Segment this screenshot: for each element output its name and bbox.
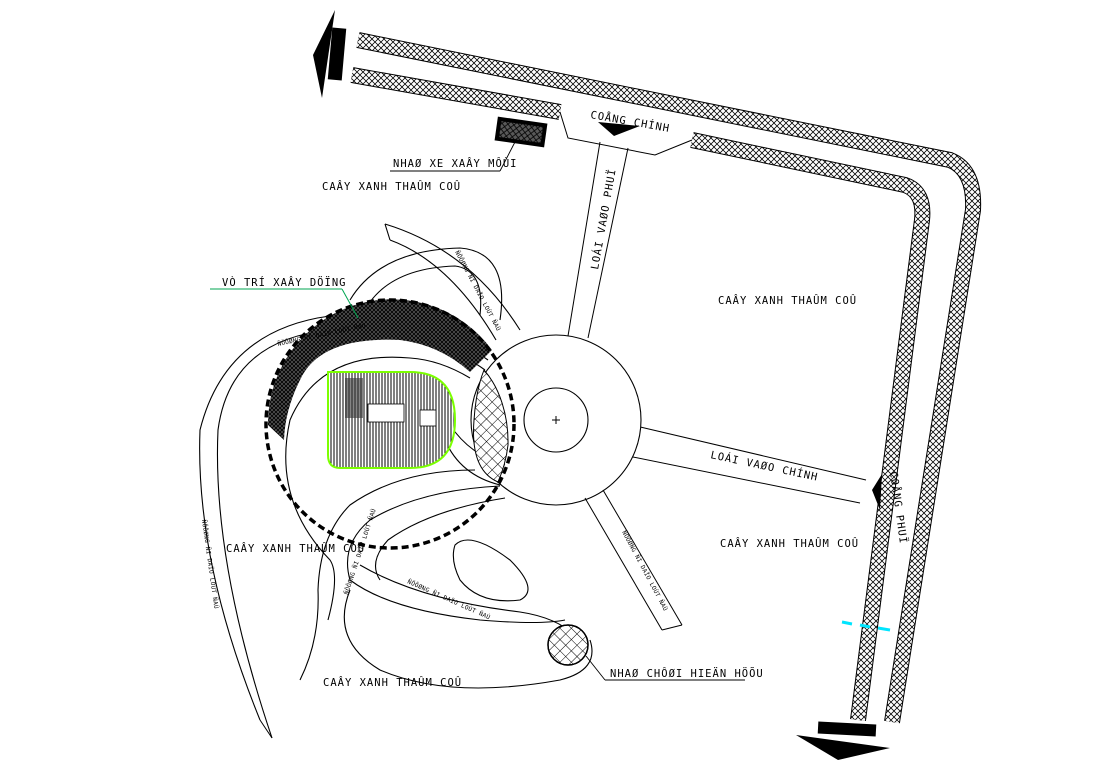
building-leader <box>210 288 359 319</box>
cyan-marker <box>841 620 891 632</box>
exit-arrow-icon <box>796 721 890 760</box>
footpath-label: ÑÖÔØNG ÑI DAÏO LOÙT ÑAÙ <box>406 578 491 621</box>
parking-leader-up <box>499 141 516 172</box>
side-entry-road <box>567 141 629 339</box>
green-area-label-4: CAÂY XANH THAÛM COÛ <box>226 542 365 555</box>
se-footpath <box>584 489 683 631</box>
side-road-label: LOÁI VAØO PHUÏ <box>588 167 619 270</box>
green-area-label-2: CAÂY XANH THAÛM COÛ <box>718 294 857 307</box>
playhouse-label: NHAØ CHÔØI HIEÄN HÖÕU <box>610 667 764 680</box>
roundabout <box>470 334 642 506</box>
building-site-label: VÒ TRÍ XAÂY DÖÏNG <box>222 276 346 289</box>
perimeter-road <box>350 32 982 724</box>
entry-arrow-icon <box>313 10 347 98</box>
building-site <box>264 298 516 550</box>
playhouse-leader <box>585 655 745 681</box>
side-gate-arrow-icon <box>872 474 882 510</box>
main-gate-arrow-icon <box>598 122 640 136</box>
main-gate-label: COÅNG CHÍNH <box>589 108 671 135</box>
main-road-label: LOÁI VAØO CHÍNH <box>709 448 819 484</box>
footpath-label: ÑÖÔØNG ÑI DAÏO LOÙT ÑAÙ <box>200 519 219 609</box>
parking-label: NHAØ XE XAÂY MÔÙI <box>393 157 517 170</box>
green-area-label-1: CAÂY XANH THAÛM COÛ <box>322 180 461 193</box>
green-area-label-3: CAÂY XANH THAÛM COÛ <box>720 537 859 550</box>
green-area-label-5: CAÂY XANH THAÛM COÛ <box>323 676 462 689</box>
main-entry-road <box>627 425 867 504</box>
parking-block <box>494 116 548 148</box>
playhouse <box>547 624 589 666</box>
